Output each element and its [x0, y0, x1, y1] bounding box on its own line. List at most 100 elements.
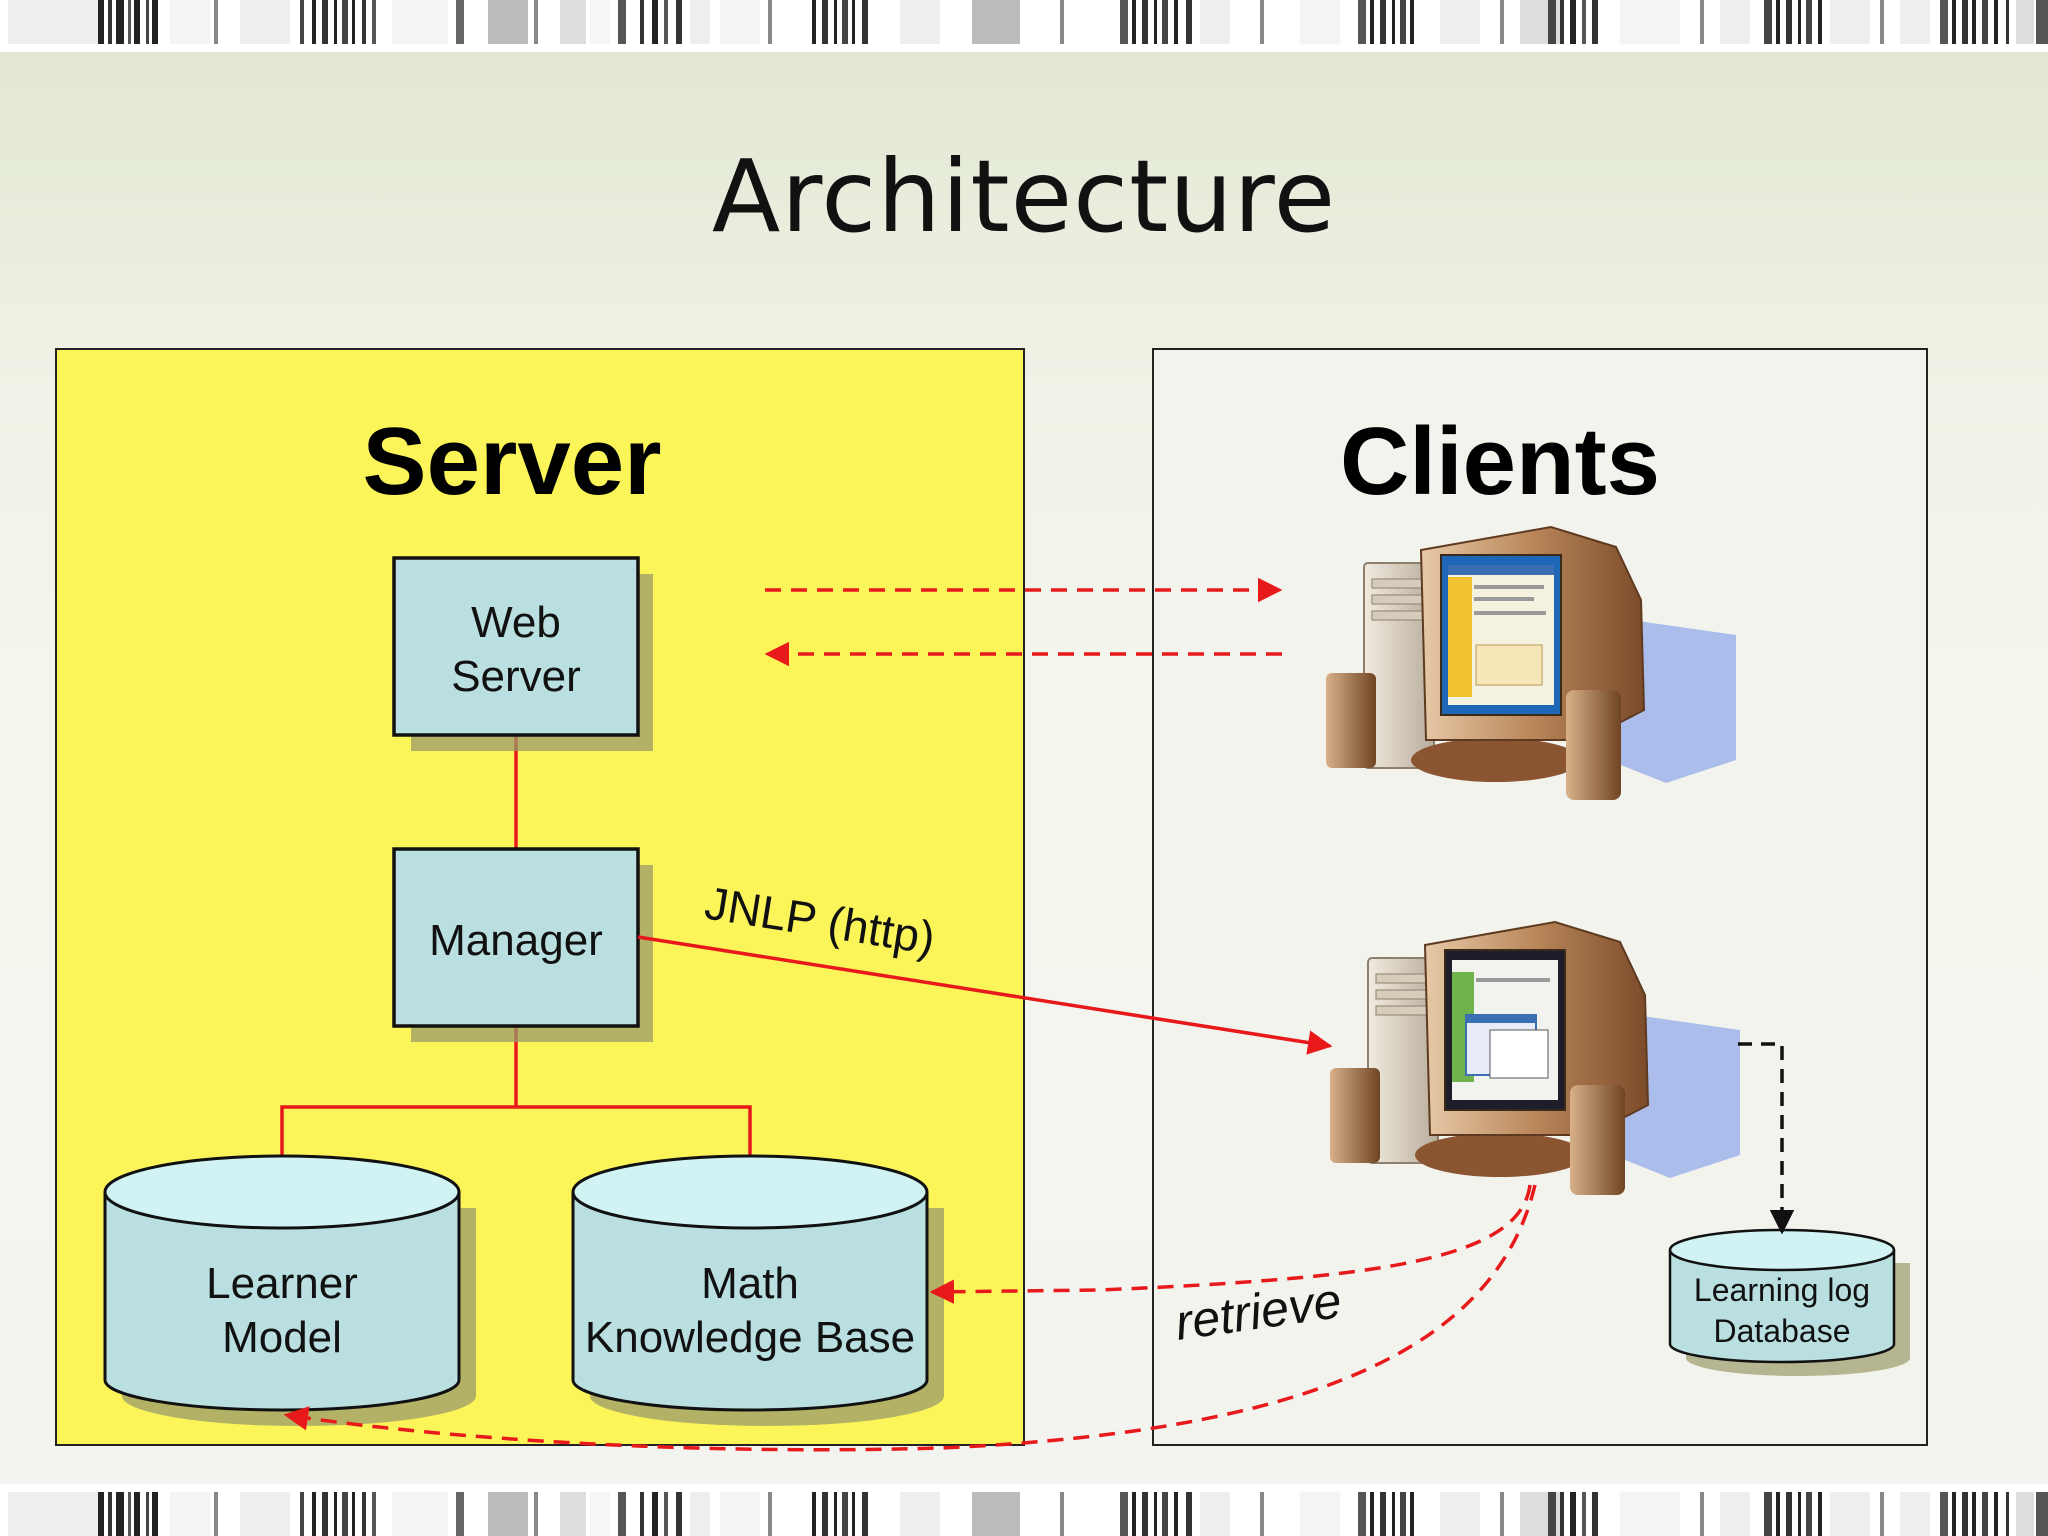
barcode-bar — [128, 0, 131, 44]
barcode-bar — [1174, 0, 1178, 44]
retrieve-to-math-kb-arrow — [929, 1184, 1532, 1304]
barcode-bar — [1370, 0, 1374, 44]
top-decorative-strip — [0, 0, 2048, 52]
barcode-bar — [1060, 1492, 1064, 1536]
learning-log-db-label-line2: Database — [1714, 1313, 1851, 1349]
barcode-bar — [1786, 0, 1792, 44]
barcode-bar — [1972, 0, 1976, 44]
barcode-bar — [1120, 1492, 1128, 1536]
barcode-bar — [618, 0, 626, 44]
barcode-bar — [300, 0, 304, 44]
barcode-bar — [1060, 0, 1064, 44]
barcode-bar — [134, 0, 140, 44]
barcode-bar — [456, 1492, 464, 1536]
barcode-bar — [1982, 0, 1988, 44]
barcode-bar — [1410, 1492, 1414, 1536]
barcode-bar — [590, 0, 610, 44]
barcode-bar — [1186, 0, 1192, 44]
barcode-bar — [1620, 1492, 1680, 1536]
barcode-bar — [1764, 1492, 1772, 1536]
barcode-bar — [1548, 0, 1556, 44]
barcode-bar — [1880, 0, 1884, 44]
barcode-bar — [640, 0, 644, 44]
learning-log-db-label-line1: Learning log — [1694, 1272, 1870, 1308]
barcode-bar — [1940, 0, 1948, 44]
jnlp-arrow — [637, 935, 1333, 1055]
manager-to-db-lines — [280, 1105, 752, 1170]
barcode-bar — [146, 1492, 149, 1536]
barcode-pattern — [0, 0, 2048, 52]
barcode-bar — [664, 0, 668, 44]
barcode-bar — [690, 0, 710, 44]
barcode-bar — [842, 1492, 848, 1536]
barcode-bar — [2006, 1492, 2009, 1536]
barcode-bar — [240, 0, 290, 44]
barcode-bar — [834, 0, 837, 44]
barcode-bar — [146, 0, 149, 44]
barcode-bar — [98, 1492, 104, 1536]
barcode-bar — [560, 0, 586, 44]
barcode-bar — [1900, 0, 1930, 44]
barcode-bar — [352, 1492, 355, 1536]
barcode-bar — [1880, 1492, 1884, 1536]
barcode-bar — [362, 1492, 366, 1536]
math-kb-label-line2: Knowledge Base — [585, 1313, 915, 1362]
barcode-bar — [1174, 1492, 1178, 1536]
barcode-bar — [1620, 0, 1680, 44]
barcode-bar — [676, 1492, 682, 1536]
learner-model-label-line1: Learner — [206, 1259, 358, 1308]
barcode-bar — [1132, 1492, 1136, 1536]
barcode-bar — [1818, 0, 1822, 44]
barcode-bar — [1582, 0, 1586, 44]
barcode-bar — [1162, 0, 1168, 44]
manager-node: Manager — [392, 847, 653, 1042]
barcode-bar — [334, 0, 337, 44]
barcode-bar — [1500, 0, 1504, 44]
learner-model-body — [103, 1192, 461, 1412]
barcode-bar — [312, 0, 316, 44]
barcode-bar — [1962, 0, 1968, 44]
barcode-bar — [1300, 1492, 1340, 1536]
barcode-bar — [214, 0, 218, 44]
barcode-bar — [1560, 1492, 1564, 1536]
barcode-bar — [768, 0, 772, 44]
barcode-bar — [128, 1492, 131, 1536]
barcode-bar — [1358, 0, 1366, 44]
barcode-bar — [1400, 0, 1406, 44]
barcode-bar — [640, 1492, 644, 1536]
client-computer-icon — [1326, 525, 1736, 800]
barcode-bar — [1400, 1492, 1406, 1536]
barcode-bar — [170, 1492, 210, 1536]
barcode-bar — [652, 1492, 658, 1536]
barcode-bar — [1798, 1492, 1801, 1536]
math-kb-body — [571, 1192, 929, 1412]
math-kb-node: Math Knowledge Base — [571, 1154, 944, 1426]
barcode-bar — [900, 1492, 940, 1536]
barcode-bar — [108, 1492, 112, 1536]
barcode-bar — [372, 0, 376, 44]
barcode-bar — [312, 1492, 316, 1536]
barcode-bar — [768, 1492, 772, 1536]
barcode-bar — [1392, 0, 1395, 44]
barcode-bar — [1260, 1492, 1264, 1536]
barcode-bar — [1410, 0, 1414, 44]
learner-model-node: Learner Model — [103, 1154, 476, 1426]
barcode-bar — [1994, 1492, 1998, 1536]
barcode-bar — [852, 0, 855, 44]
barcode-bar — [690, 1492, 710, 1536]
barcode-bar — [1440, 1492, 1480, 1536]
barcode-bar — [1818, 1492, 1822, 1536]
barcode-bar — [812, 0, 816, 44]
barcode-bar — [1720, 1492, 1750, 1536]
barcode-bar — [1548, 1492, 1556, 1536]
barcode-bar — [676, 0, 682, 44]
web-server-label-line2: Server — [451, 652, 581, 701]
barcode-bar — [8, 1492, 98, 1536]
barcode-bar — [1358, 1492, 1366, 1536]
barcode-bar — [392, 1492, 448, 1536]
barcode-bar — [822, 0, 828, 44]
barcode-bar — [1786, 1492, 1792, 1536]
barcode-bar — [1132, 0, 1136, 44]
barcode-bar — [1962, 1492, 1968, 1536]
